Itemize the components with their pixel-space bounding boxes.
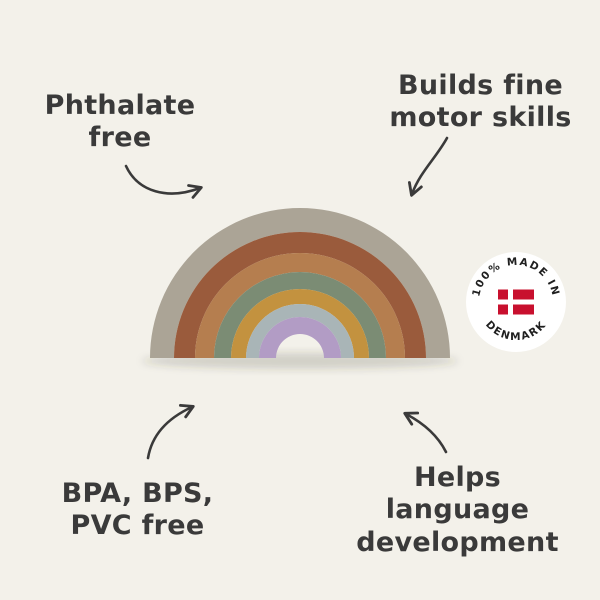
- callout-line: Phthalate: [44, 90, 196, 121]
- callout-phthalate-free: Phthalate free: [20, 90, 220, 155]
- callout-line: free: [88, 122, 152, 154]
- callout-line: Helps language: [385, 462, 530, 526]
- rainbow-arch-rust: [174, 232, 426, 358]
- rainbow-arch-green: [214, 272, 386, 358]
- callout-fine-motor-skills: Builds fine motor skills: [378, 70, 583, 135]
- arrow-top-right: [408, 136, 449, 197]
- callout-line: PVC free: [70, 510, 205, 542]
- callout-line: development: [356, 526, 559, 558]
- arrow-bottom-left: [146, 403, 195, 460]
- rainbow-toy: [150, 208, 450, 358]
- callout-bpa-free: BPA, BPS, PVC free: [35, 478, 240, 543]
- callout-language-development: Helps language development: [340, 462, 575, 559]
- callout-line: motor skills: [389, 102, 572, 134]
- callout-line: Builds fine: [398, 70, 563, 101]
- callout-arrows: [124, 136, 449, 460]
- arrow-top-left: [124, 164, 203, 199]
- callout-line: BPA, BPS,: [61, 478, 214, 509]
- denmark-flag-icon: [498, 289, 534, 315]
- arrow-bottom-right: [403, 411, 448, 454]
- rainbow-arch-blue: [246, 304, 354, 358]
- rainbow-arch-lavender: [259, 317, 341, 358]
- rainbow-arch-mustard: [231, 289, 369, 358]
- rainbow-arch-copper: [195, 253, 405, 358]
- made-in-denmark-badge: 100% MADE IN DENMARK: [466, 252, 566, 352]
- rainbow-arch-outer-greige: [150, 208, 450, 358]
